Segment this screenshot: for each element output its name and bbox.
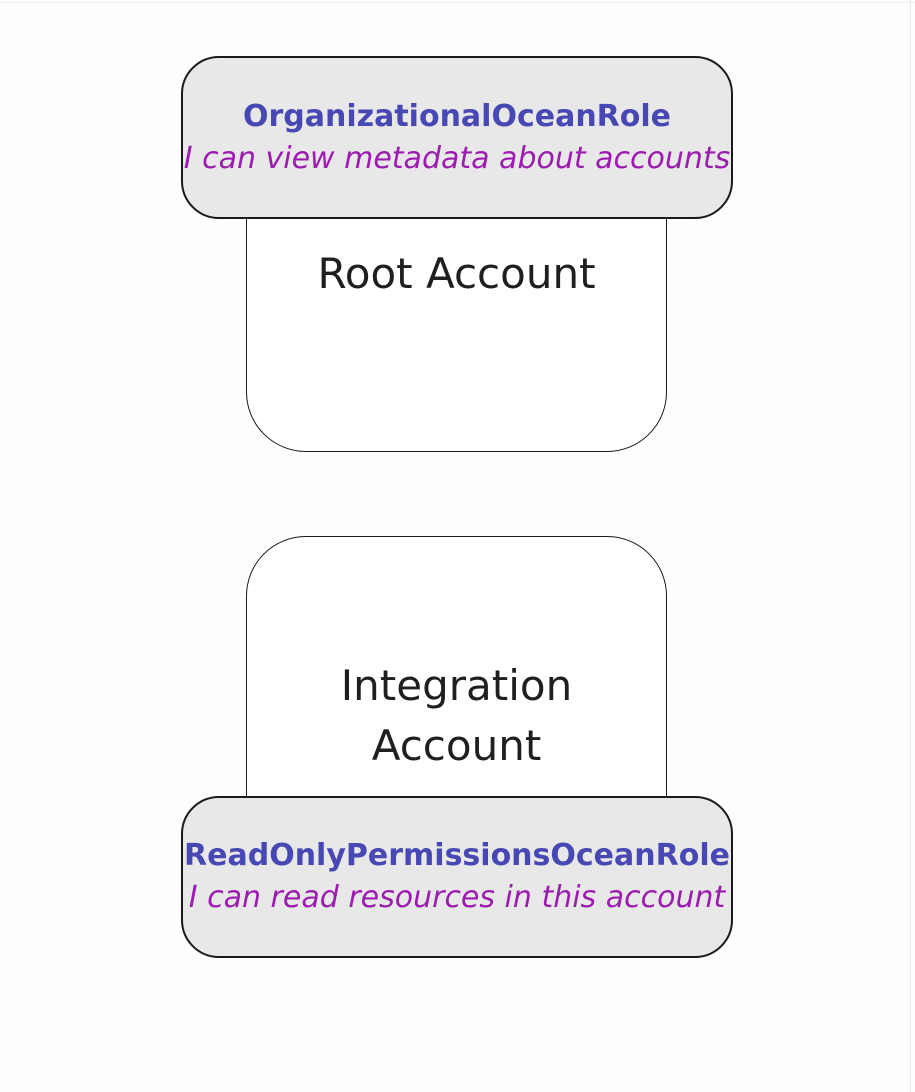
readonly-permissions-ocean-role-badge: ReadOnlyPermissionsOceanRole I can read …	[181, 796, 733, 958]
role-description: I can view metadata about accounts	[183, 140, 731, 176]
organizational-ocean-role-badge: OrganizationalOceanRole I can view metad…	[181, 56, 733, 219]
root-account-label: Root Account	[247, 244, 666, 304]
role-name: OrganizationalOceanRole	[242, 98, 672, 134]
page-right-border	[910, 0, 911, 1092]
page-top-border	[0, 2, 915, 3]
integration-account-label-text: Integration Account	[340, 661, 573, 770]
role-description: I can read resources in this account	[188, 880, 726, 915]
integration-account-label: Integration Account	[247, 656, 666, 776]
root-account-label-text: Root Account	[317, 249, 596, 298]
role-name: ReadOnlyPermissionsOceanRole	[184, 838, 730, 873]
